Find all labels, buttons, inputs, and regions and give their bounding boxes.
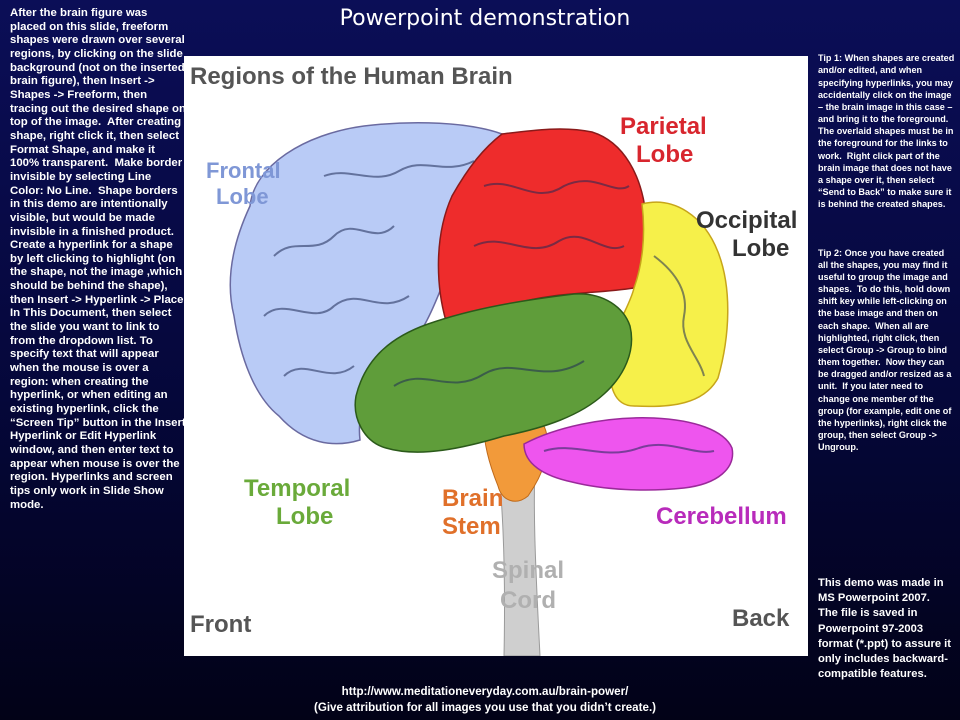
- tip-1-text: Tip 1: When shapes are created and/or ed…: [818, 53, 957, 210]
- frontal-label-2: Lobe: [216, 184, 269, 209]
- cerebellum-label: Cerebellum: [656, 503, 787, 530]
- back-label: Back: [732, 605, 790, 632]
- frontal-label-1: Frontal: [206, 158, 281, 183]
- brain-image[interactable]: Regions of the Human Brain Frontal: [184, 56, 808, 656]
- cerebellum-region[interactable]: [523, 417, 734, 491]
- slide-title: Powerpoint demonstration: [339, 6, 631, 31]
- instructions-text: After the brain figure was placed on thi…: [10, 7, 186, 511]
- footer-url[interactable]: http://www.meditationeveryday.com.au/bra…: [341, 685, 629, 698]
- parietal-label-2: Lobe: [636, 141, 693, 168]
- occipital-lobe-region[interactable]: [608, 201, 729, 408]
- temporal-label-1: Temporal: [244, 475, 350, 502]
- spinal-cord-label-1: Spinal: [492, 557, 564, 584]
- brain-image-heading: Regions of the Human Brain: [190, 63, 513, 90]
- temporal-lobe-region[interactable]: [354, 293, 633, 453]
- tip-2-text: Tip 2: Once you have created all the sha…: [818, 247, 954, 453]
- footer: http://www.meditationeveryday.com.au/bra…: [250, 684, 720, 716]
- brain-stem-label-1: Brain: [442, 485, 503, 512]
- footer-attribution: (Give attribution for all images you use…: [313, 701, 657, 714]
- occipital-label-2: Lobe: [732, 235, 789, 262]
- occipital-label-1: Occipital: [696, 207, 797, 234]
- temporal-label-2: Lobe: [276, 503, 333, 530]
- gyri-lines: [263, 160, 715, 454]
- parietal-label-1: Parietal: [620, 113, 707, 140]
- tips-panel: Tip 1: When shapes are created and/or ed…: [818, 28, 956, 477]
- spinal-cord-label-2: Cord: [500, 587, 556, 614]
- demo-note: This demo was made in MS Powerpoint 2007…: [818, 577, 952, 681]
- front-label: Front: [190, 611, 251, 638]
- brain-stem-label-2: Stem: [442, 513, 501, 540]
